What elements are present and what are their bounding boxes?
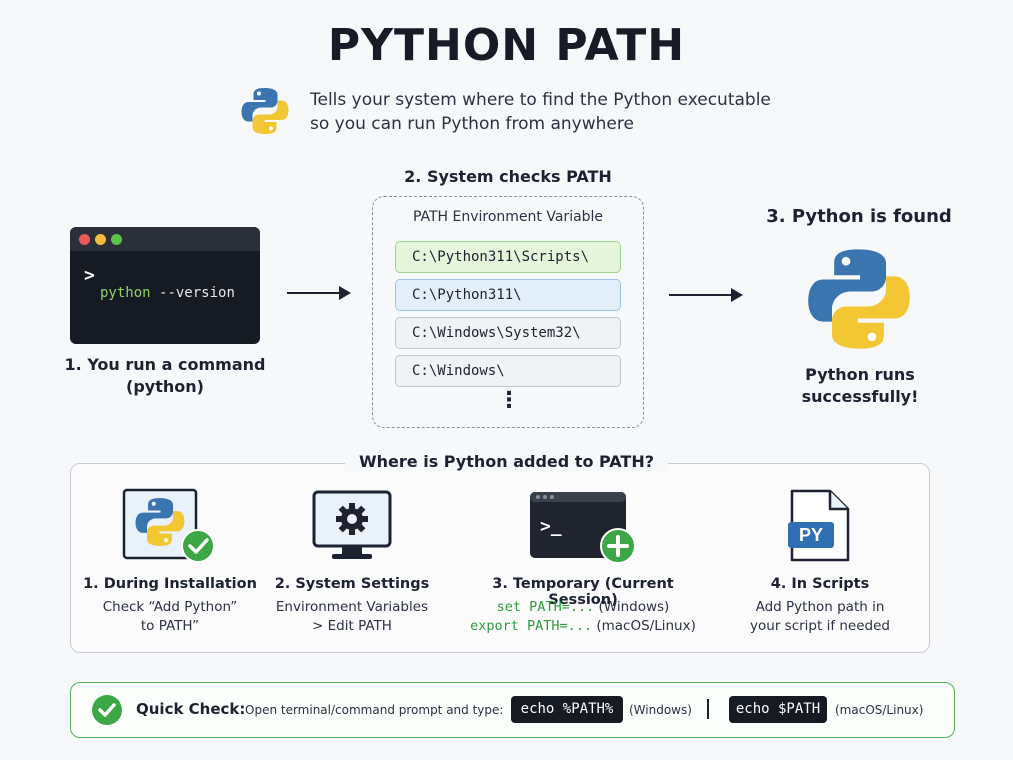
step-3-result-line-1: Python runs (805, 365, 915, 384)
card-2-title: 2. System Settings (274, 576, 430, 592)
python-logo-icon (805, 245, 913, 353)
step-3-result-line-2: successfully! (801, 387, 919, 406)
step-1-label-line-2: (python) (126, 377, 204, 396)
path-entry-windows: C:\Windows\ (395, 355, 621, 387)
command-keyword: python (100, 285, 151, 301)
card-3-os-unix: (macOS/Linux) (596, 618, 696, 634)
where-added-title-text: Where is Python added to PATH? (345, 452, 668, 471)
card-4-desc: Add Python path in your script if needed (730, 598, 910, 636)
check-circle-icon (92, 695, 122, 725)
maximize-dot-icon (111, 234, 122, 245)
card-1-title: 1. During Installation (83, 576, 257, 592)
quick-check-label: Quick Check: (136, 700, 246, 718)
path-box-heading: PATH Environment Variable (412, 209, 604, 225)
py-file-label: PY (799, 525, 823, 545)
minimize-dot-icon (95, 234, 106, 245)
card-3-unix-line: export PATH=... (macOS/Linux) (458, 617, 708, 636)
subtitle-line-1: Tells your system where to find the Pyth… (310, 90, 771, 110)
card-1-desc: Check “Add Python” to PATH” (80, 598, 260, 636)
unix-command: echo $PATH (729, 696, 827, 723)
terminal-window: > python --version (70, 227, 260, 344)
card-2-desc: Environment Variables > Edit PATH (262, 598, 442, 636)
terminal-plus-icon: >_ (530, 492, 636, 564)
card-3-windows-line: set PATH=... (Windows) (458, 598, 708, 617)
card-1-desc-line-1: Check “Add Python” (102, 599, 238, 615)
where-added-title: Where is Python added to PATH? (0, 452, 1013, 471)
card-2-desc-line-1: Environment Variables (275, 599, 429, 615)
terminal-command: python --version (100, 285, 235, 301)
command-argument: --version (159, 285, 235, 301)
step-3-result: Python runs successfully! (770, 364, 950, 408)
subtitle-line-2: so you can run Python from anywhere (310, 114, 634, 134)
card-3-code-windows: set PATH=... (496, 599, 595, 615)
arrow-right-icon (287, 286, 351, 300)
step-2-label: 2. System checks PATH (404, 167, 612, 186)
path-entry-python: C:\Python311\ (395, 279, 621, 311)
terminal-title-bar (70, 227, 260, 251)
more-entries-icon: ⋮ (498, 388, 520, 413)
step-3-label: 3. Python is found (766, 206, 952, 227)
card-3-os-windows: (Windows) (598, 599, 670, 615)
step-1-label: 1. You run a command (python) (62, 354, 268, 398)
terminal-prompt: > (84, 265, 95, 286)
card-3-code-unix: export PATH=... (470, 618, 593, 634)
card-4-title: 4. In Scripts (770, 576, 870, 592)
path-entry-python-scripts: C:\Python311\Scripts\ (395, 241, 621, 273)
python-installer-check-icon (122, 488, 215, 563)
arrow-right-icon (669, 288, 743, 302)
subtitle-section: Tells your system where to find the Pyth… (240, 84, 800, 140)
card-4-desc-line-2: your script if needed (750, 618, 890, 634)
windows-os-label: (Windows) (629, 703, 692, 717)
quick-check-text: Open terminal/command prompt and type: (245, 703, 504, 717)
close-dot-icon (79, 234, 90, 245)
py-file-icon: PY (788, 489, 850, 562)
card-3-desc: set PATH=... (Windows) export PATH=... (… (458, 598, 708, 636)
path-entry-system32: C:\Windows\System32\ (395, 317, 621, 349)
card-3-title: 3. Temporary (Current Session) (492, 576, 674, 608)
path-variable-box: PATH Environment Variable C:\Python311\S… (372, 196, 644, 428)
unix-os-label: (macOS/Linux) (835, 703, 924, 717)
where-added-panel (70, 463, 930, 653)
step-1-label-line-1: 1. You run a command (64, 355, 266, 374)
windows-command: echo %PATH% (511, 696, 623, 723)
quick-check-bar: Quick Check: Open terminal/command promp… (70, 682, 955, 738)
python-logo-icon (240, 86, 290, 136)
card-4-desc-line-1: Add Python path in (755, 599, 885, 615)
terminal-glyph: >_ (540, 516, 562, 537)
subtitle: Tells your system where to find the Pyth… (310, 88, 771, 136)
monitor-gear-icon (312, 490, 392, 559)
page-title: PYTHON PATH (327, 20, 686, 71)
card-1-desc-line-2: to PATH” (140, 618, 200, 634)
separator (707, 699, 709, 719)
card-2-desc-line-2: > Edit PATH (312, 618, 392, 634)
